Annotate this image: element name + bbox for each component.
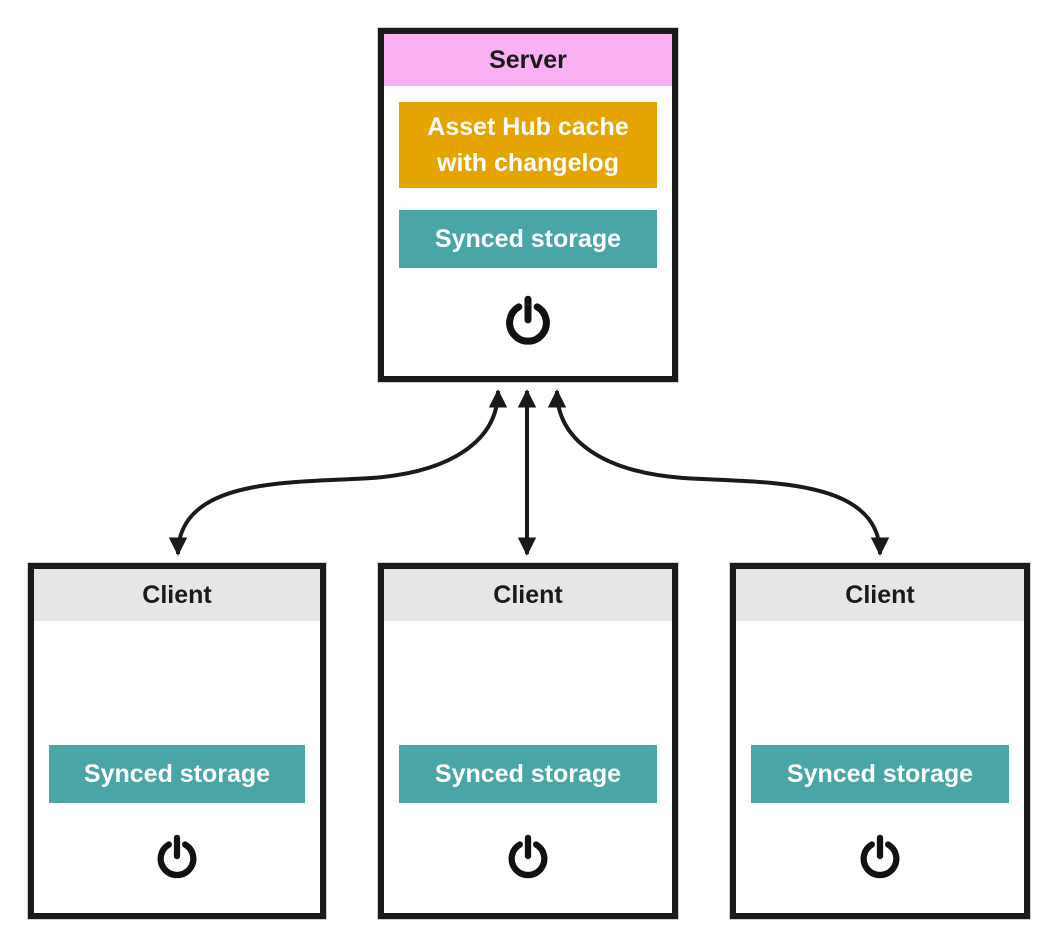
client-node-3: Client Synced storage (730, 563, 1030, 919)
client-3-header: Client (736, 569, 1024, 621)
client-3-title: Client (845, 580, 915, 609)
client-2-synced-storage-box: Synced storage (399, 745, 657, 803)
client-2-header: Client (384, 569, 672, 621)
client-node-2: Client Synced storage (378, 563, 678, 919)
client-2-title: Client (493, 580, 563, 609)
arrow-server-client-3 (547, 389, 890, 556)
client-1-power-row (34, 803, 320, 913)
asset-hub-cache-label: Asset Hub cache with changelog (427, 112, 629, 177)
asset-hub-cache-box: Asset Hub cache with changelog (399, 102, 657, 188)
client-1-synced-storage-box: Synced storage (49, 745, 305, 803)
client-2-power-row (384, 803, 672, 913)
client-node-1: Client Synced storage (28, 563, 326, 919)
server-synced-storage-label: Synced storage (434, 224, 622, 253)
server-node: Server Asset Hub cache with changelog Sy… (378, 28, 678, 382)
client-1-synced-storage-label: Synced storage (83, 759, 271, 788)
power-icon (157, 834, 197, 879)
client-3-power-row (736, 803, 1024, 913)
server-title: Server (489, 45, 567, 74)
power-icon (508, 834, 548, 879)
client-3-synced-storage-label: Synced storage (786, 759, 974, 788)
arrow-server-client-1 (168, 389, 508, 556)
server-header: Server (384, 34, 672, 86)
client-3-synced-storage-box: Synced storage (751, 745, 1009, 803)
power-icon (506, 295, 550, 345)
power-icon (860, 834, 900, 879)
client-2-synced-storage-label: Synced storage (434, 759, 622, 788)
server-power-row (384, 268, 672, 376)
client-1-header: Client (34, 569, 320, 621)
server-synced-storage-box: Synced storage (399, 210, 657, 268)
client-1-title: Client (142, 580, 212, 609)
